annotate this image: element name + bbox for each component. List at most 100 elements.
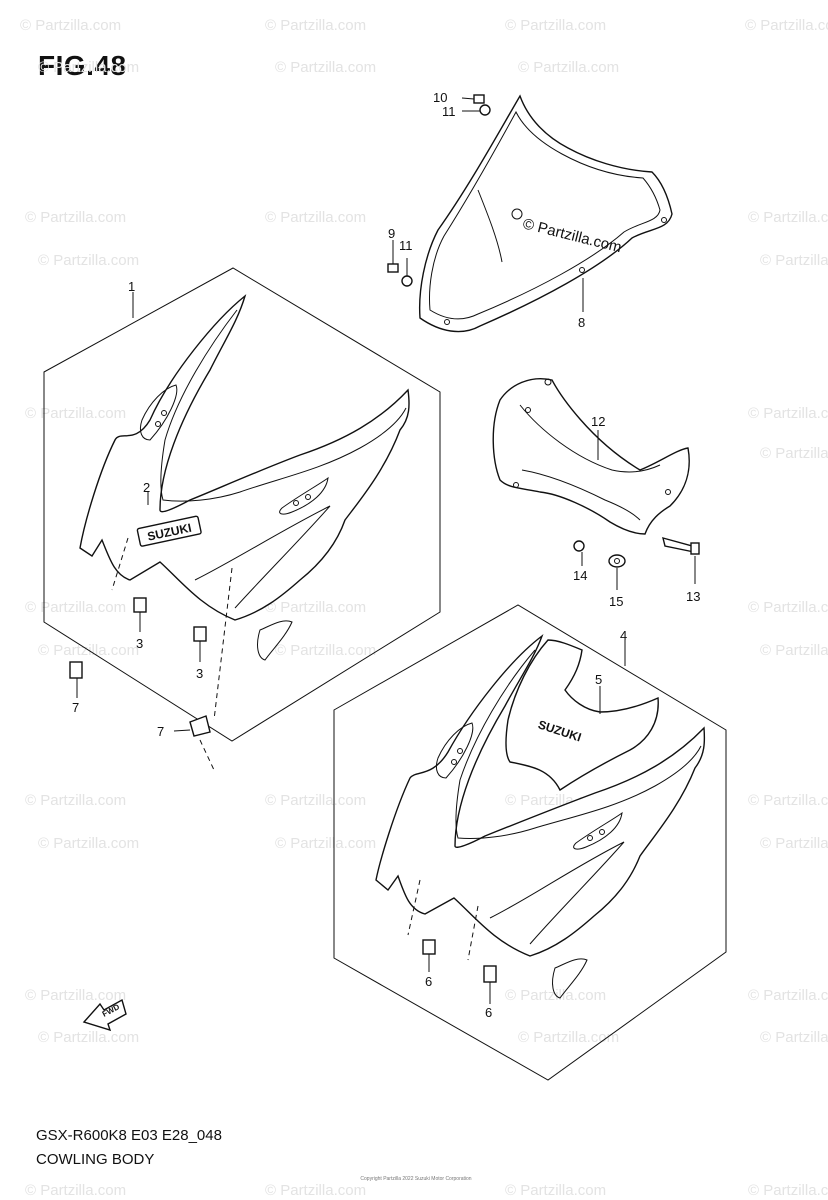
watermark: © Partzilla.com <box>265 1182 366 1199</box>
watermark: © Partzilla.com <box>265 209 366 226</box>
duct-hole <box>587 835 593 841</box>
cowl-lower-line <box>194 505 331 609</box>
windscreen-reflection <box>477 189 503 263</box>
suzuki-emblem-1: SUZUKI <box>136 515 202 547</box>
dashed-guide <box>111 537 129 591</box>
cowl-assembly-4: SUZUKI <box>333 604 727 1081</box>
leader-line <box>173 729 191 732</box>
copyright-notice: Copyright Partzilla 2022 Suzuki Motor Co… <box>360 1176 472 1182</box>
callout-6: 6 <box>425 974 432 989</box>
alt-cowl-panel <box>375 634 706 957</box>
watermark: © Partzilla.com <box>748 599 828 616</box>
watermark: © Partzilla.com <box>505 17 606 34</box>
callout-3: 3 <box>196 666 203 681</box>
callout-13: 13 <box>686 589 700 604</box>
figure-title: FIG.48 <box>38 50 127 81</box>
watermark: © Partzilla.com <box>38 1029 139 1046</box>
callout-15: 15 <box>609 594 623 609</box>
duct-hole <box>457 748 463 754</box>
callout-2: 2 <box>143 480 150 495</box>
watermark: © Partzilla.com <box>760 642 828 659</box>
alt-cowl-mount-tab <box>552 958 588 999</box>
bolt <box>662 537 696 553</box>
fwd-arrow-shape <box>82 998 127 1032</box>
watermark: © Partzilla.com <box>265 17 366 34</box>
screen-bolt-hole <box>579 267 585 273</box>
duct-hole <box>155 421 161 427</box>
callout-8: 8 <box>578 315 585 330</box>
upper-cowl-panel <box>79 294 410 621</box>
bracket-edge <box>519 404 661 473</box>
watermark: © Partzilla.com <box>745 17 828 34</box>
well-nut <box>479 104 491 116</box>
bracket-frame <box>492 378 690 535</box>
watermark: © Partzilla.com <box>25 405 126 422</box>
callout-1: 1 <box>128 279 135 294</box>
alt-duct-left <box>435 722 474 779</box>
fwd-arrow: FWD <box>82 998 127 1032</box>
duct-hole <box>293 500 299 506</box>
grommet-hole <box>614 558 620 564</box>
duct-hole <box>451 759 457 765</box>
dashed-guide <box>407 879 421 936</box>
cowl-inner-line <box>160 309 407 502</box>
watermark: © Partzilla.com <box>518 59 619 76</box>
bracket-edge <box>521 469 641 521</box>
callout-9: 9 <box>388 226 395 241</box>
watermark: © Partzilla.com <box>748 405 828 422</box>
leader-line <box>461 97 475 100</box>
cushion-pad <box>69 661 83 679</box>
watermark: © Partzilla.com <box>38 59 139 76</box>
watermark: © Partzilla.com <box>760 835 828 852</box>
cushion-pad <box>133 597 147 613</box>
bracket-hole <box>544 378 552 386</box>
callout-3: 3 <box>136 636 143 651</box>
bracket-hole <box>525 407 531 413</box>
screen-bolt-hole <box>661 217 667 223</box>
watermark: © Partzilla.com <box>760 445 828 462</box>
callout-10: 10 <box>433 90 447 105</box>
screw-head <box>473 94 485 104</box>
callout-6: 6 <box>485 1005 492 1020</box>
watermark: © Partzilla.com <box>38 835 139 852</box>
watermark: © Partzilla.com <box>265 599 366 616</box>
alt-cowl-lower-line <box>489 841 625 945</box>
callout-labels: 1 2 3 3 4 5 6 6 7 7 8 9 10 11 11 12 13 1… <box>72 90 700 1020</box>
cowl-mount-tab <box>257 620 293 661</box>
cushion-pad <box>193 626 207 642</box>
bracket-hole <box>665 489 671 495</box>
graphic-decal-5 <box>505 639 659 792</box>
watermark: © Partzilla.com <box>25 792 126 809</box>
watermark: © Partzilla.com <box>38 252 139 269</box>
duct-hole <box>161 410 167 416</box>
watermark: © Partzilla.com <box>25 599 126 616</box>
callout-7: 7 <box>72 700 79 715</box>
duct-hole <box>305 494 311 500</box>
cushion-pad <box>483 965 497 983</box>
watermark: © Partzilla.com <box>275 642 376 659</box>
callout-7: 7 <box>157 724 164 739</box>
alt-duct-right <box>573 811 623 850</box>
grommet <box>608 554 626 568</box>
cowl-assembly-1: SUZUKI <box>43 267 441 771</box>
cushion-pad <box>422 939 436 955</box>
assembly-outline-4 <box>333 604 727 1081</box>
bracket-hole <box>513 482 519 488</box>
nut <box>573 540 585 552</box>
bolt-head <box>690 542 700 555</box>
screen-bolt-hole <box>511 208 523 220</box>
screen-fasteners <box>387 94 584 312</box>
cowl-duct-left <box>139 384 178 441</box>
callout-11: 11 <box>399 238 413 253</box>
watermark: © Partzilla.com <box>20 17 121 34</box>
callout-5: 5 <box>595 672 602 687</box>
watermark: © Partzilla.com <box>265 792 366 809</box>
group-name: COWLING BODY <box>36 1151 155 1168</box>
dashed-guide <box>213 567 233 721</box>
watermark: © Partzilla.com <box>505 1182 606 1199</box>
alt-cowl-inner-line <box>455 649 702 839</box>
callout-4: 4 <box>620 628 627 643</box>
callout-14: 14 <box>573 568 587 583</box>
